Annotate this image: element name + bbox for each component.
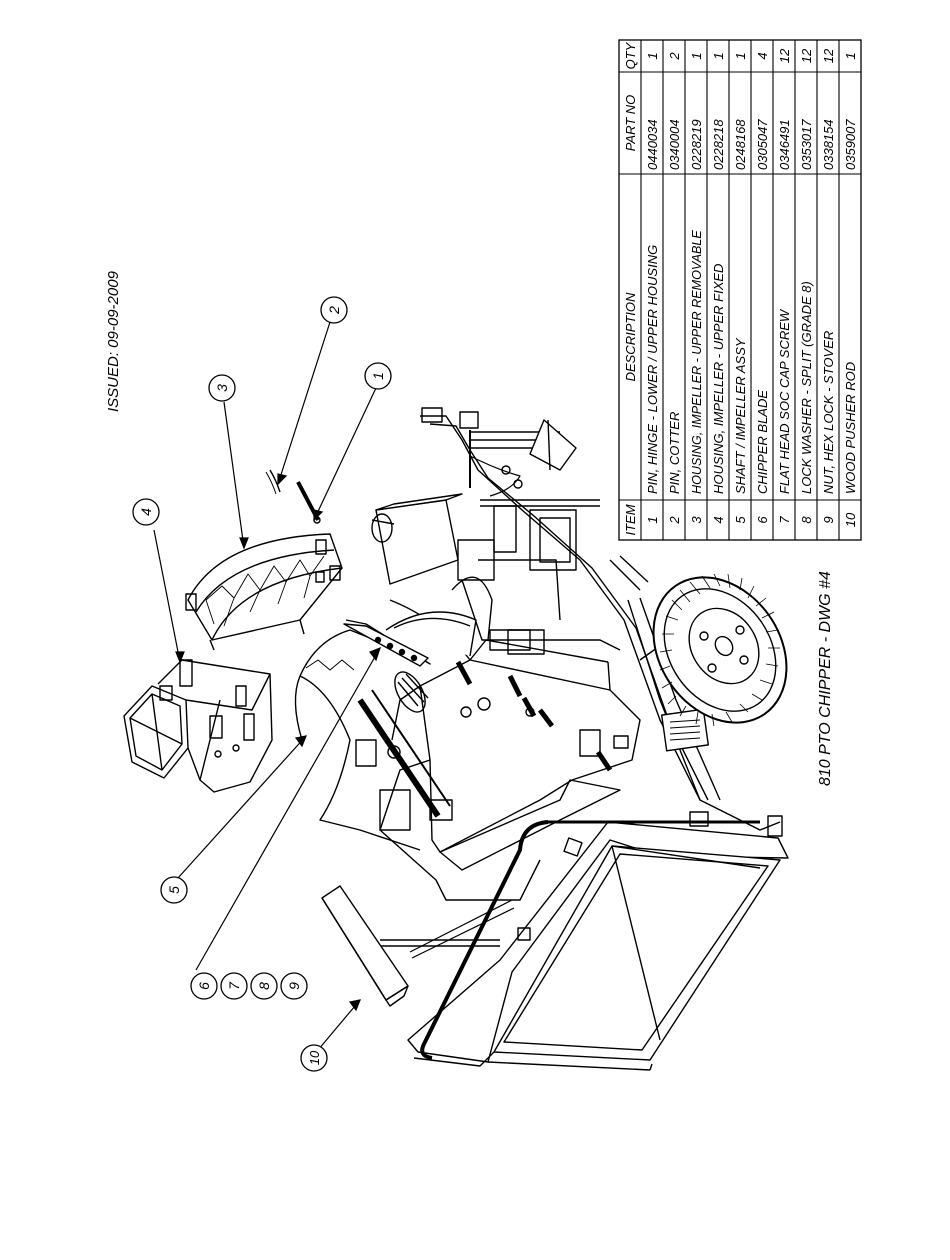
svg-text:0346491: 0346491 (777, 119, 792, 170)
wood-pusher-rod (321, 885, 409, 1007)
svg-text:9: 9 (286, 982, 302, 990)
exploded-components (123, 469, 409, 1007)
svg-text:4: 4 (755, 52, 770, 59)
table-row: 9 NUT, HEX LOCK - STOVER 0338154 12 (821, 48, 836, 524)
svg-text:8: 8 (799, 516, 814, 524)
table-row: 5 SHAFT / IMPELLER ASSY 0248168 1 (733, 52, 748, 523)
balloon-1: 1 (364, 362, 392, 390)
table-row: 2 PIN, COTTER 0340004 2 (667, 52, 682, 525)
wheel (652, 573, 788, 727)
svg-text:9: 9 (821, 516, 836, 523)
impeller-plate (294, 619, 431, 741)
balloon-2: 2 (320, 296, 348, 324)
svg-text:2: 2 (326, 306, 342, 315)
svg-text:0359007: 0359007 (843, 119, 858, 170)
fuel-tank (371, 493, 463, 585)
svg-text:8: 8 (256, 982, 272, 990)
drawing-title: 810 PTO CHIPPER - DWG #4 (817, 571, 834, 786)
svg-text:0338154: 0338154 (821, 119, 836, 170)
balloon-9: 9 (280, 972, 308, 1000)
upper-fixed-housing (123, 659, 273, 793)
svg-text:0228219: 0228219 (689, 119, 704, 170)
svg-text:1: 1 (645, 52, 660, 59)
svg-text:0305047: 0305047 (755, 119, 770, 170)
issued-date: ISSUED: 09-09-2009 (105, 270, 122, 412)
hopper (380, 820, 789, 1071)
trailer-frame (420, 407, 709, 801)
upper-removable-housing (185, 533, 343, 651)
svg-text:10: 10 (843, 512, 858, 527)
svg-text:7: 7 (226, 981, 242, 990)
svg-text:0248168: 0248168 (733, 119, 748, 170)
svg-text:12: 12 (777, 48, 792, 63)
col-header-item: ITEM (623, 504, 638, 535)
svg-text:0440034: 0440034 (645, 119, 660, 170)
svg-text:5: 5 (733, 516, 748, 524)
svg-text:0228218: 0228218 (711, 119, 726, 170)
svg-text:WOOD PUSHER ROD: WOOD PUSHER ROD (843, 362, 858, 494)
svg-text:0340004: 0340004 (667, 119, 682, 170)
col-header-part-no: PART NO (623, 95, 638, 152)
table-row: 7 FLAT HEAD SOC CAP SCREW 0346491 12 (777, 48, 792, 524)
svg-text:7: 7 (777, 516, 792, 524)
cotter-pin (265, 469, 281, 495)
table-row: 6 CHIPPER BLADE 0305047 4 (755, 52, 770, 523)
svg-text:1: 1 (645, 516, 660, 523)
table-row: 10 WOOD PUSHER ROD 0359007 1 (843, 52, 858, 527)
svg-text:1: 1 (370, 372, 386, 380)
balloon-4: 4 (132, 498, 160, 526)
callout-balloons: 1 2 3 4 5 6 7 8 (132, 296, 392, 1072)
svg-text:12: 12 (821, 48, 836, 63)
svg-text:PIN, HINGE - LOWER / UPPER HOU: PIN, HINGE - LOWER / UPPER HOUSING (645, 245, 660, 494)
svg-text:PIN, COTTER: PIN, COTTER (667, 412, 682, 494)
svg-text:SHAFT / IMPELLER ASSY: SHAFT / IMPELLER ASSY (733, 337, 748, 494)
balloon-7: 7 (220, 972, 248, 1000)
parts-list-table: ITEM DESCRIPTION PART NO QTY 1 PIN, HING… (618, 39, 862, 541)
svg-text:12: 12 (799, 48, 814, 63)
svg-text:1: 1 (689, 52, 704, 59)
impeller-shaft (357, 671, 453, 821)
col-header-description: DESCRIPTION (623, 292, 638, 381)
svg-text:2: 2 (667, 52, 682, 61)
chipper-machine-illustration (294, 407, 789, 1071)
svg-text:1: 1 (711, 52, 726, 59)
table-row: 8 LOCK WASHER - SPLIT (GRADE 8) 0353017 … (799, 48, 814, 524)
svg-text:4: 4 (711, 516, 726, 523)
balloon-3: 3 (208, 374, 236, 402)
svg-text:CHIPPER BLADE: CHIPPER BLADE (755, 390, 770, 494)
svg-text:LOCK WASHER - SPLIT (GRADE 8): LOCK WASHER - SPLIT (GRADE 8) (799, 281, 814, 494)
svg-text:HOUSING, IMPELLER - UPPER REMO: HOUSING, IMPELLER - UPPER REMOVABLE (690, 230, 704, 494)
balloon-6: 6 (190, 972, 218, 1000)
callout-leaders (153, 321, 381, 1051)
svg-text:5: 5 (166, 886, 182, 894)
balloon-8: 8 (250, 972, 278, 1000)
svg-text:3: 3 (689, 516, 704, 524)
svg-text:HOUSING, IMPELLER - UPPER FIXE: HOUSING, IMPELLER - UPPER FIXED (711, 264, 726, 494)
balloon-10: 10 (300, 1044, 328, 1072)
svg-text:1: 1 (843, 52, 858, 59)
col-header-qty: QTY (623, 41, 638, 69)
svg-text:4: 4 (138, 508, 154, 516)
svg-text:10: 10 (307, 1050, 322, 1065)
svg-text:3: 3 (214, 384, 230, 392)
table-row: 3 HOUSING, IMPELLER - UPPER REMOVABLE 02… (689, 52, 704, 523)
table-row: 1 PIN, HINGE - LOWER / UPPER HOUSING 044… (645, 52, 660, 523)
svg-text:1: 1 (733, 52, 748, 59)
table-row: 4 HOUSING, IMPELLER - UPPER FIXED 022821… (711, 52, 726, 523)
svg-text:6: 6 (755, 516, 770, 524)
svg-text:6: 6 (196, 982, 212, 990)
svg-text:0353017: 0353017 (799, 119, 814, 170)
svg-text:NUT, HEX LOCK - STOVER: NUT, HEX LOCK - STOVER (821, 331, 836, 494)
balloon-5: 5 (160, 876, 188, 904)
svg-text:2: 2 (667, 516, 682, 525)
svg-text:FLAT HEAD SOC CAP SCREW: FLAT HEAD SOC CAP SCREW (777, 308, 792, 494)
